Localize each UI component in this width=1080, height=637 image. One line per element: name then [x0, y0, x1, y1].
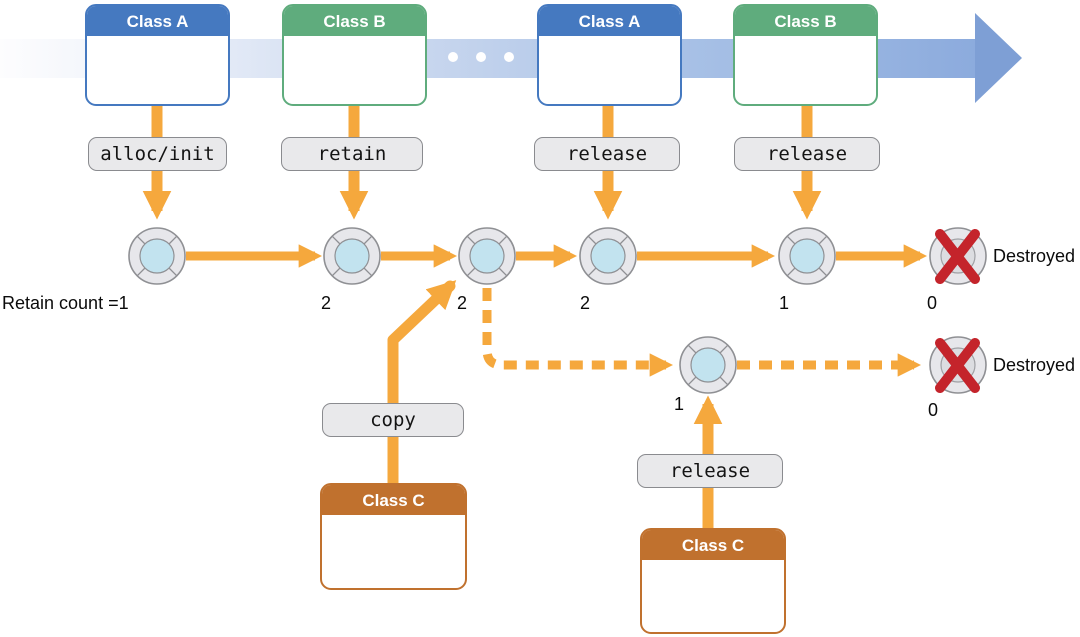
- method-label-retain: retain: [281, 137, 423, 171]
- copied-object-lifetime-arrows: [482, 288, 922, 377]
- retain-count-start: Retain count =1: [2, 293, 129, 313]
- method-label-release-2: release: [734, 137, 880, 171]
- method-label-copy: copy: [322, 403, 464, 437]
- class-box-c-2: Class C: [640, 528, 786, 634]
- destroyed-object-icon-1: [930, 228, 986, 284]
- retain-count-6: 0: [926, 293, 937, 313]
- class-box-title: Class C: [642, 530, 784, 560]
- method-call-arrows: [142, 103, 822, 220]
- method-label-release-1: release: [534, 137, 680, 171]
- destroyed-label-1: Destroyed: [993, 246, 1076, 266]
- method-label-alloc-init: alloc/init: [88, 137, 227, 171]
- timeline-ellipsis-icon: [448, 52, 514, 62]
- object-icon-3: [458, 227, 516, 285]
- retain-count-5: 1: [778, 293, 789, 313]
- class-box-c-1: Class C: [320, 483, 467, 590]
- object-icon-5: [778, 227, 836, 285]
- copy-retain-count-1: 1: [673, 394, 684, 414]
- method-label-release-3: release: [637, 454, 783, 488]
- retain-count-3: 2: [456, 293, 467, 313]
- copied-object-icon: [679, 336, 737, 394]
- class-box-title: Class C: [322, 485, 465, 515]
- class-box-title: Class A: [539, 6, 680, 36]
- class-box-a-1: Class A: [85, 4, 230, 106]
- copy-retain-count-0: 0: [927, 400, 938, 420]
- class-box-a-2: Class A: [537, 4, 682, 106]
- object-icon-1: [128, 227, 186, 285]
- object-icon-2: [323, 227, 381, 285]
- class-box-b-2: Class B: [733, 4, 878, 106]
- retain-count-4: 2: [579, 293, 590, 313]
- class-box-title: Class B: [735, 6, 876, 36]
- class-box-title: Class B: [284, 6, 425, 36]
- destroyed-object-icon-2: [930, 337, 986, 393]
- copy-arrow: [387, 280, 457, 489]
- destroyed-label-2: Destroyed: [993, 355, 1076, 375]
- class-box-title: Class A: [87, 6, 228, 36]
- class-box-b-1: Class B: [282, 4, 427, 106]
- retain-count-2: 2: [320, 293, 331, 313]
- object-icon-4: [579, 227, 637, 285]
